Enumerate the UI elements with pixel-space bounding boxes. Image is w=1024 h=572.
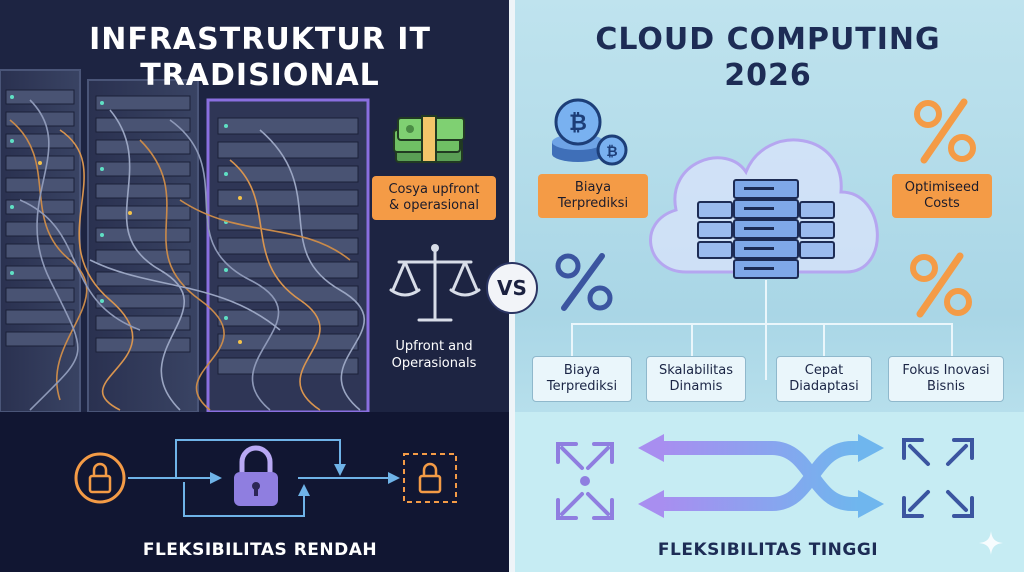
benefit-predictable: Biaya Terprediksi [532,356,632,402]
cloud-panel: CLOUD COMPUTING 2026 ₿ ₿ Biaya Terpredik… [512,0,1024,572]
traditional-panel: INFRASTRUKTUR IT TRADISIONAL Cosya upfro… [0,22,512,572]
cloud-server-illustration [649,138,879,279]
percent-icon-left [555,253,613,311]
svg-text:₿: ₿ [569,111,587,136]
benefit-adaptable: Cepat Diadaptasi [776,356,872,402]
high-flexibility-label: FLEKSIBILITAS TINGGI [657,540,879,560]
balance-scale-icon [389,244,481,322]
benefit-scalability: Skalabilitas Dinamis [646,356,746,402]
benefit-innovation: Fokus Inovasi Bisnis [888,356,1004,402]
percent-icon-top [914,98,976,164]
bitcoin-coins-icon: ₿ ₿ [552,98,628,166]
money-stack-icon [393,115,465,163]
sparkle-icon [979,531,1003,555]
cloud-footer-area: FLEKSIBILITAS TINGGI [512,412,1024,572]
cloud-title: CLOUD COMPUTING 2026 [595,22,941,93]
benefit-connectors [571,280,953,380]
svg-text:₿: ₿ [606,144,617,160]
balance-label: Upfront and Operasionals [391,339,477,371]
predictable-cost-label: Biaya Terprediksi [538,174,648,218]
traditional-title: INFRASTRUKTUR IT TRADISIONAL [89,22,431,93]
server-racks-illustration [0,69,370,412]
percent-icon-right [910,252,972,318]
vs-badge: VS [486,262,538,314]
flexible-arrows-diagram [556,434,974,520]
low-flexibility-label: FLEKSIBILITAS RENDAH [142,540,378,560]
locked-flow-diagram [74,439,457,517]
traditional-footer-area: FLEKSIBILITAS RENDAH [0,412,512,572]
cost-label: Cosya upfront & operasional [372,176,496,220]
optimized-cost-label: Optimiseed Costs [892,174,992,218]
